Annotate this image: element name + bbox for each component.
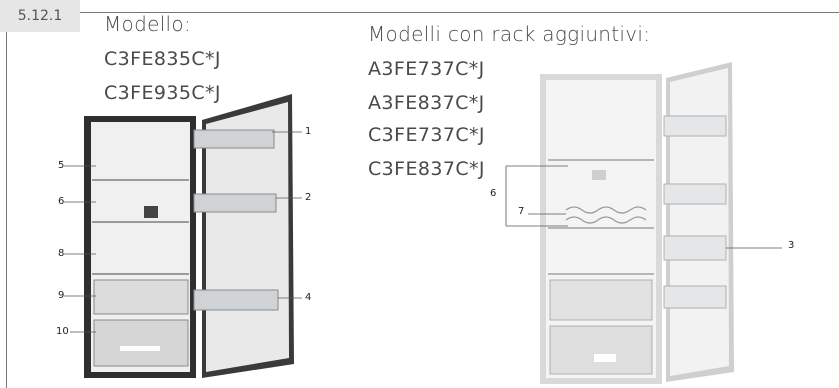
drawer-label-plate: [120, 346, 160, 351]
left-model-2: C3FE935C*J: [104, 82, 221, 104]
crisper-drawer-lower: [549, 325, 653, 375]
crisper-drawer-upper: [549, 279, 653, 321]
right-model-4: C3FE837C*J: [368, 158, 485, 180]
fridge-illustration-left: [64, 94, 302, 378]
callout-number: 9: [58, 290, 65, 301]
crisper-drawer-lower: [93, 319, 189, 367]
callout-number: 6: [58, 196, 65, 207]
door-inner: [670, 68, 729, 376]
temperature-display-icon: [144, 206, 158, 218]
callout-number: 7: [518, 206, 525, 217]
section-frame-top: [80, 12, 839, 13]
callout-number: 3: [788, 240, 795, 251]
left-model-1: C3FE835C*J: [104, 48, 221, 70]
door-balcony: [663, 115, 727, 137]
crisper-drawer-upper: [93, 279, 189, 315]
right-model-2: A3FE837C*J: [368, 92, 485, 114]
right-model-3: C3FE737C*J: [368, 124, 485, 146]
fridge-illustration-right: [505, 62, 782, 384]
callout-number: 8: [58, 248, 65, 259]
right-model-1: A3FE737C*J: [368, 58, 485, 80]
door-balcony-1: [193, 129, 275, 149]
left-heading: Modello:: [104, 12, 191, 36]
section-number: 5.12.1: [0, 0, 80, 32]
door-balcony-4: [193, 289, 279, 311]
callout-number: 1: [305, 126, 312, 137]
additional-rack: [565, 216, 647, 224]
callout-number: 5: [58, 160, 65, 171]
callout-number: 2: [305, 192, 312, 203]
temperature-display-icon: [592, 170, 606, 180]
additional-rack: [565, 206, 647, 214]
door-balcony: [663, 183, 727, 205]
right-heading: Modelli con rack aggiuntivi:: [368, 22, 651, 46]
callout-number: 10: [56, 326, 69, 337]
door-balcony-2: [193, 193, 277, 213]
door-balcony: [663, 285, 727, 309]
door-balcony-3: [663, 235, 727, 261]
section-frame-left: [6, 32, 7, 388]
callout-number: 4: [305, 292, 312, 303]
drawer-label-plate: [594, 354, 616, 362]
callout-number: 6: [490, 188, 497, 199]
